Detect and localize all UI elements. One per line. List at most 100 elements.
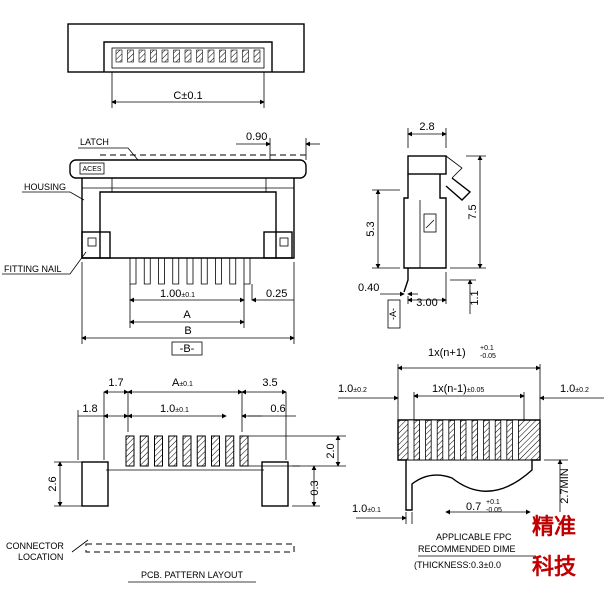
dim-fpc-left: 1.0±0.2: [338, 383, 367, 395]
datum-a: -A-: [388, 308, 398, 320]
fitting-nail-left: [81, 231, 111, 259]
front-pin: [172, 258, 180, 285]
pcb-pad: [196, 435, 206, 467]
fpc-trace-gap: [419, 419, 427, 461]
front-pin: [129, 258, 137, 285]
fpc-trace-gap: [442, 419, 450, 461]
pcb-pad: [154, 435, 163, 467]
dim-040: 0.40: [358, 282, 379, 294]
front-pin: [158, 258, 165, 285]
dim-pitch: 1.00±0.1: [160, 288, 195, 300]
dim-26: 2.6: [47, 476, 59, 491]
top-contact: [150, 49, 157, 63]
watermark: 精准 科技: [532, 514, 577, 580]
fpc-note-3: (THICKNESS:0.3±0.0: [414, 560, 501, 570]
front-pin: [229, 258, 237, 285]
dim-03: 0.3: [309, 480, 321, 495]
watermark-line-1: 精准: [532, 514, 576, 540]
fpc-trace-gap: [407, 419, 415, 461]
dim-20: 2.0: [325, 443, 337, 458]
dim-fpc-top-tol-minus: -0.05: [480, 353, 496, 360]
datum-b: -B-: [180, 343, 195, 355]
housing-body: [81, 178, 295, 259]
latch-mark: ACES: [82, 166, 101, 173]
front-pin: [200, 258, 208, 285]
top-contact: [184, 49, 192, 63]
front-pin: [143, 258, 151, 285]
top-view: C±0.1: [67, 23, 305, 108]
dim-53: 5.3: [365, 221, 377, 236]
label-latch: LATCH: [80, 137, 109, 147]
dim-18: 1.8: [82, 403, 97, 415]
fpc-trace-gap: [430, 419, 438, 461]
front-view: ACES LATCH HOUSING FITTING NAIL 0.90 1.0…: [2, 131, 320, 356]
pcb-layout-title: PCB. PATTERN LAYOUT: [141, 570, 244, 580]
pcb-pad: [211, 435, 220, 467]
side-body: [403, 174, 447, 269]
top-contact: [138, 49, 146, 63]
dim-a-front: A: [183, 309, 191, 321]
side-view: 2.8 5.3 7.5 0.40 3.00 1.1 -A-: [358, 121, 486, 329]
connector-outline: [85, 543, 295, 553]
pcb-pads: [125, 435, 249, 467]
top-contact: [127, 49, 134, 63]
fitting-nail-right: [263, 231, 293, 259]
top-contact: [253, 49, 261, 63]
dim-fpc-bottom-left: 1.0±0.1: [352, 503, 381, 515]
label-connector: CONNECTOR: [6, 541, 64, 551]
dim-c-label: C±0.1: [173, 90, 202, 102]
dim-75: 7.5: [467, 204, 479, 219]
latch-mark-box: [79, 162, 105, 175]
fpc-note-1: APPLICABLE FPC: [436, 532, 512, 542]
fpc-trace-gap: [512, 419, 519, 461]
dim-fpc-bottom-mid-tol-minus: -0.05: [486, 507, 502, 514]
top-view-slot: [103, 41, 273, 72]
dim-28: 2.8: [419, 121, 434, 133]
top-view-body: [67, 23, 305, 73]
front-pin: [215, 258, 222, 285]
fpc-trace-gap: [465, 419, 473, 461]
top-contact: [219, 49, 226, 63]
front-pins: [129, 258, 251, 285]
fpc-trace-gap: [453, 419, 461, 461]
pcb-pad: [239, 435, 249, 467]
top-contact: [242, 49, 249, 63]
top-contact: [115, 49, 123, 63]
dim-300: 3.00: [416, 297, 437, 309]
datum-a-box: [387, 299, 401, 329]
dim-35: 3.5: [262, 377, 277, 389]
top-view-slot-inner: [111, 47, 265, 69]
fpc-outline: [397, 419, 541, 511]
fpc-trace-gap: [477, 419, 485, 461]
fpc-trace-gap: [500, 419, 508, 461]
pcb-pad: [139, 435, 149, 467]
top-contact: [230, 49, 238, 63]
top-contact: [196, 49, 203, 63]
dim-17: 1.7: [108, 377, 123, 389]
watermark-line-2: 科技: [532, 555, 577, 580]
front-pin: [243, 258, 251, 285]
pcb-pad: [225, 435, 235, 467]
dim-27-min: 2.7MIN: [559, 468, 571, 504]
dim-fpc-top-tol-plus: +0.1: [480, 345, 494, 352]
dim-06: 0.6: [270, 403, 285, 415]
dim-fpc-inner: 1x(n-1)±0.05: [432, 383, 484, 395]
dim-090: 0.90: [246, 131, 267, 143]
dim-a-pcb: A±0.1: [172, 377, 193, 389]
dim-fpc-right: 1.0±0.2: [560, 383, 589, 395]
label-fitting-nail: FITTING NAIL: [4, 264, 62, 274]
dim-b: B: [184, 325, 191, 337]
nail-pad-right: [261, 461, 289, 507]
fpc-trace-gap: [488, 419, 496, 461]
dim-fpc-top: 1x(n+1): [428, 347, 466, 359]
front-pin: [186, 258, 194, 285]
fpc-traces: [407, 419, 519, 461]
fpc-note-2: RECOMMENDED DIME: [418, 544, 516, 554]
top-view-contacts: [115, 49, 261, 63]
fpc-dimensions: 1x(n+1) +0.1 -0.05 1x(n-1)±0.05 1.0±0.2 …: [338, 345, 604, 570]
datum-b-box: [171, 341, 203, 356]
pcb-pad: [125, 435, 135, 467]
dim-pitch-pcb: 1.0±0.1: [160, 403, 189, 415]
top-contact: [173, 49, 180, 63]
